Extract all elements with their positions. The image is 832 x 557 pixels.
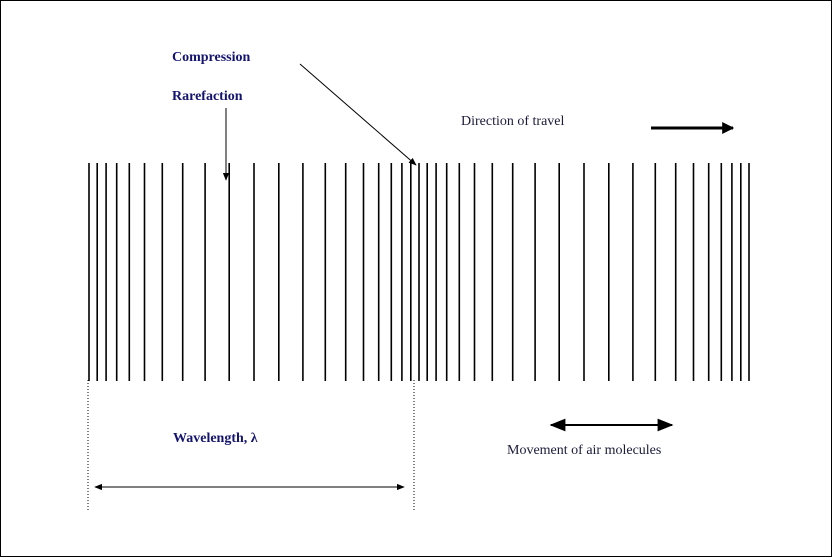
direction-of-travel-label: Direction of travel <box>461 114 565 129</box>
air-molecule-layers <box>88 163 750 381</box>
compression-label: Compression <box>172 50 251 65</box>
wavelength-label: Wavelength, λ <box>173 431 258 446</box>
rarefaction-label: Rarefaction <box>172 89 243 104</box>
compression-pointer-arrow <box>299 63 417 166</box>
movement-of-air-molecules-label: Movement of air molecules <box>507 443 662 458</box>
